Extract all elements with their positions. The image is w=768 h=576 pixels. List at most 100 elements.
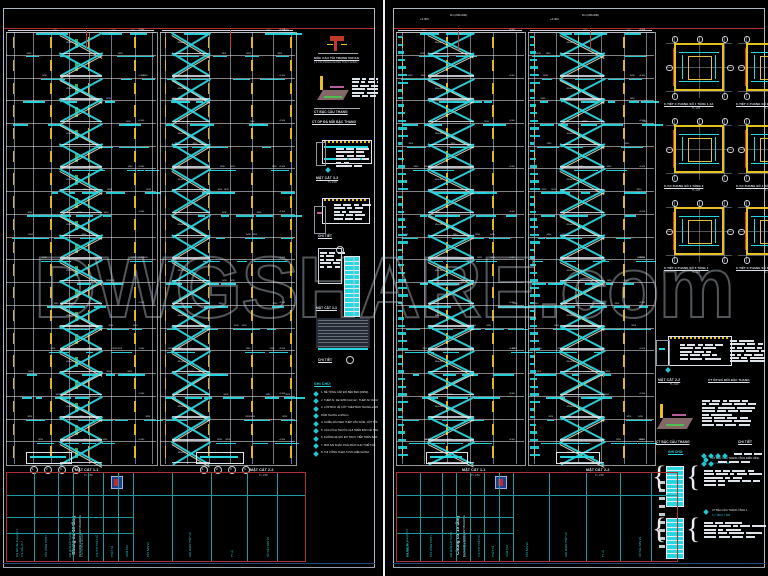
stair-plan-detail-5[interactable]: [666, 200, 734, 264]
stair-flight-16[interactable]: Ø10a150: [427, 395, 475, 423]
hatch-block: [316, 318, 370, 348]
stair-flight-3[interactable]: [427, 98, 475, 125]
stair-flight-5[interactable]: [170, 143, 212, 170]
stair-flight-8[interactable]: Ø10a150: [427, 213, 475, 241]
stair-flight-10[interactable]: Ø10a150: [58, 259, 104, 286]
stair-flight-15[interactable]: [559, 371, 605, 398]
stair-flight-3[interactable]: [170, 98, 212, 125]
stair-flight-4[interactable]: Ø10a150: [58, 122, 104, 150]
drawing-sheet-right[interactable]: 2Ø16+3.3002Ø162Ø162Ø162Ø162Ø162Ø162Ø16+3…: [390, 0, 768, 576]
stair-flight-0[interactable]: Ø10a150: [427, 32, 475, 59]
building-section-1-1-right[interactable]: 2Ø16+3.3002Ø162Ø162Ø162Ø162Ø162Ø162Ø16+3…: [390, 0, 768, 576]
stair-flight-9[interactable]: [559, 234, 605, 261]
building-section-1-1[interactable]: 2Ø162Ø162Ø16+3.3002Ø162Ø162Ø162Ø16+3.300…: [0, 0, 378, 576]
stair-flight-9[interactable]: [427, 234, 475, 261]
stair-flight-10[interactable]: Ø10a150: [427, 259, 475, 286]
stair-flight-14[interactable]: Ø10a150: [58, 350, 104, 377]
stair-flight-13[interactable]: [427, 325, 475, 352]
stair-flight-6[interactable]: Ø10a150: [170, 168, 212, 195]
stair-flight-12[interactable]: Ø10a150: [558, 304, 606, 331]
stair-flight-0[interactable]: Ø10a150: [170, 32, 212, 59]
stair-flight-0[interactable]: Ø10a150: [58, 32, 104, 59]
stair-flight-2[interactable]: Ø10a150: [170, 77, 212, 104]
stair-flight-13[interactable]: [170, 325, 212, 352]
stair-flight-12[interactable]: Ø10a150: [427, 304, 475, 332]
stair-flight-7[interactable]: [58, 189, 104, 216]
stair-flight-3[interactable]: [559, 98, 605, 125]
stair-flight-17[interactable]: [559, 416, 605, 443]
stair-flight-6[interactable]: Ø10a150: [427, 168, 475, 195]
stair-flight-14[interactable]: Ø10a150: [558, 350, 606, 377]
stair-flight-1[interactable]: [170, 52, 212, 79]
stair-flight-5[interactable]: [559, 143, 605, 170]
stair-flight-16[interactable]: Ø10a150: [558, 395, 606, 422]
title-block-right[interactable]: Chung cư 19 tầng 19 FLOOR APARTMENT BUIL…: [396, 472, 678, 562]
stair-flight-16[interactable]: Ø10a150: [58, 395, 104, 423]
stair-flight-10[interactable]: Ø10a150: [170, 259, 212, 286]
stair-plan-detail-2[interactable]: [738, 36, 768, 100]
stair-flight-1[interactable]: [559, 52, 605, 79]
building-section-2-2-right[interactable]: 2Ø162Ø16+3.3002Ø162Ø162Ø162Ø16+3.3002Ø16…: [390, 0, 768, 576]
stair-flight-8[interactable]: Ø10a150: [558, 213, 606, 241]
stair-flight-1[interactable]: [427, 52, 475, 79]
title-block-left[interactable]: Chung cư 19 tầng 19 FLOOR APARTMENT BUIL…: [6, 472, 306, 562]
stair-plan-detail-4[interactable]: [738, 118, 768, 182]
stair-flight-14[interactable]: Ø10a150: [427, 350, 475, 377]
roof-beam-tag-r1: D1 (200x400): [450, 13, 467, 17]
stair-flight-18[interactable]: Ø10a150: [170, 441, 212, 468]
stair-flight-15[interactable]: [58, 371, 104, 398]
stair-flight-5[interactable]: [427, 143, 475, 170]
stair-flight-7[interactable]: [170, 189, 212, 216]
stair-flight-13[interactable]: [559, 325, 605, 352]
drawing-sheet-left[interactable]: 2Ø162Ø162Ø16+3.3002Ø162Ø162Ø162Ø16+3.300…: [0, 0, 378, 576]
stair-flight-11[interactable]: [427, 280, 475, 307]
stair-flight-5[interactable]: [58, 143, 104, 170]
stair-flight-4[interactable]: Ø10a150: [427, 122, 475, 150]
stair-flight-12[interactable]: Ø10a150: [58, 304, 104, 332]
stair-flight-17[interactable]: [427, 416, 475, 443]
stair-flight-11[interactable]: [559, 280, 605, 307]
stair-flight-10[interactable]: Ø10a150: [558, 259, 606, 286]
stair-flight-12[interactable]: Ø10a150: [170, 304, 212, 331]
stair-flight-4[interactable]: Ø10a150: [558, 122, 606, 150]
stair-landing-1: [60, 75, 102, 77]
stair-flight-13[interactable]: [58, 325, 104, 352]
detail-views-left[interactable]: MÓC CẨU TẢI TRỌNG 500 KG( 2 CÁI KHÁCH HÀ…: [0, 0, 378, 576]
stair-flight-6[interactable]: Ø10a150: [58, 168, 104, 195]
column-rebar-13-0: [533, 332, 536, 344]
building-section-2-2[interactable]: 2Ø162Ø162Ø16+3.3002Ø162Ø162Ø162Ø162Ø16+3…: [0, 0, 378, 576]
stair-flight-14[interactable]: Ø10a150: [170, 350, 212, 377]
stair-flight-15[interactable]: [170, 371, 212, 398]
stair-flight-7[interactable]: [427, 189, 475, 216]
stair-flight-8[interactable]: Ø10a150: [58, 213, 104, 241]
stair-flight-1[interactable]: [58, 52, 104, 79]
stair-plan-detail-3[interactable]: [666, 118, 734, 182]
stair-flight-0[interactable]: Ø10a150: [558, 32, 606, 59]
stair-flight-4[interactable]: Ø10a150: [170, 122, 212, 150]
stair-flight-2[interactable]: Ø10a150: [558, 77, 606, 104]
stair-flight-3[interactable]: [58, 98, 104, 125]
stair-flight-9[interactable]: [58, 234, 104, 261]
column-rebar-0-4: [87, 37, 90, 49]
stair-flight-8[interactable]: Ø10a150: [170, 213, 212, 241]
beam-rebar-9-1: [474, 237, 484, 240]
stair-flight-11[interactable]: [58, 280, 104, 307]
stair-plan-detail-6[interactable]: [738, 200, 768, 264]
plan-grid-v-2: [724, 200, 726, 262]
stair-flight-9[interactable]: [170, 234, 212, 261]
stair-flight-6[interactable]: Ø10a150: [558, 168, 606, 195]
stair-flight-2[interactable]: Ø10a150: [58, 77, 104, 104]
stair-flight-15[interactable]: [427, 371, 475, 398]
stair-flight-11[interactable]: [170, 280, 212, 307]
stair-flight-17[interactable]: [58, 416, 104, 443]
detail-subtitle-section-3-3: TL 1/20: [328, 181, 337, 184]
stair-flight-17[interactable]: [170, 416, 212, 443]
stair-flight-7[interactable]: [559, 189, 605, 216]
stair-flight-2[interactable]: Ø10a150: [427, 77, 475, 104]
stair-flight-16[interactable]: Ø10a150: [170, 395, 212, 422]
stair-plan-detail-1[interactable]: [666, 36, 734, 100]
